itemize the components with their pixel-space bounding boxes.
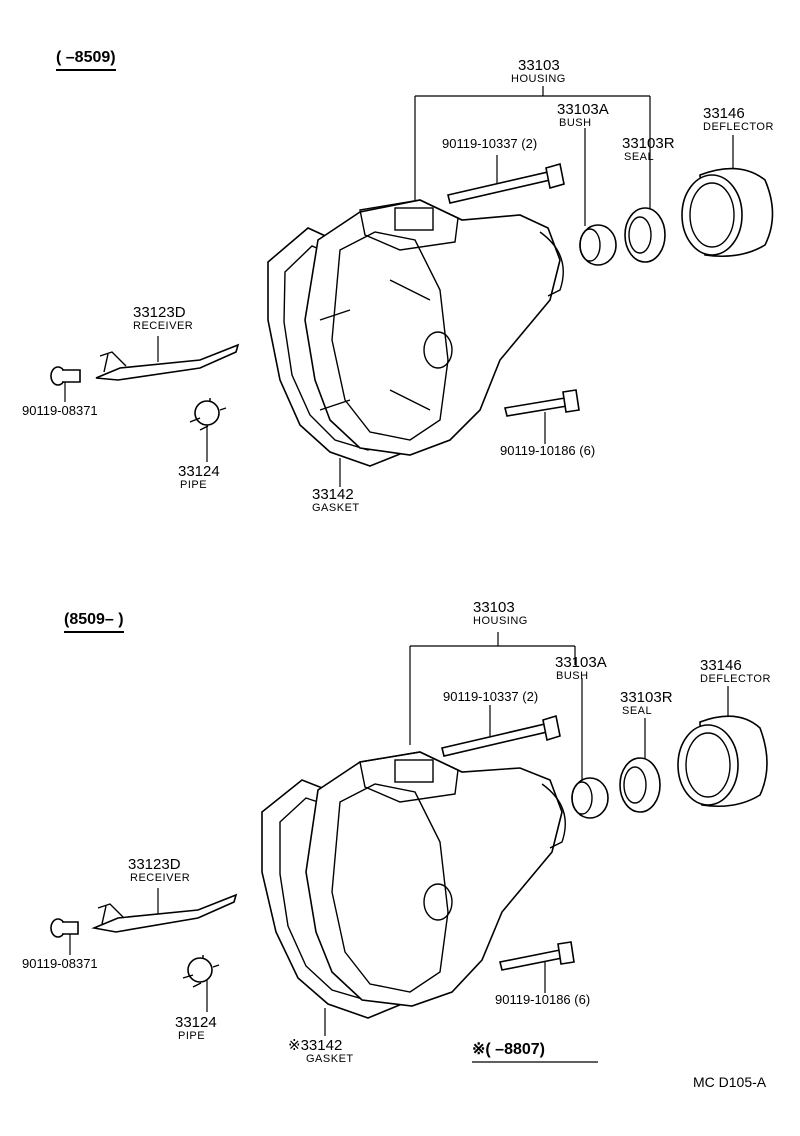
bottom-deflector-name: DEFLECTOR xyxy=(700,673,771,685)
housing-top xyxy=(304,199,561,456)
deflector-top xyxy=(681,167,774,258)
receiver-bottom xyxy=(91,893,238,933)
pipe-top xyxy=(189,398,227,431)
receiver-top xyxy=(95,343,240,381)
top-gasket-name: GASKET xyxy=(312,502,360,514)
top-housing-number: 33103 xyxy=(518,57,560,74)
bottom-date-range: (8509– ) xyxy=(64,612,124,633)
top-small-bolt-label: 90119-08371 xyxy=(22,403,98,418)
bolt-10337-bottom xyxy=(441,714,561,757)
bottom-pipe-number: 33124 xyxy=(175,1014,217,1031)
small-bolt-bottom xyxy=(50,918,79,938)
housing-bottom xyxy=(305,751,563,1007)
top-seal-number: 33103R xyxy=(622,135,675,152)
top-bolt-10186-label: 90119-10186 (6) xyxy=(500,443,596,458)
top-pipe-name: PIPE xyxy=(180,479,208,491)
top-assembly xyxy=(50,86,774,487)
pipe-bottom xyxy=(182,955,220,988)
top-receiver-number: 33123D xyxy=(133,304,186,321)
bush-bottom xyxy=(571,777,609,819)
bottom-bush-number: 33103A xyxy=(555,654,607,671)
top-date-range: ( –8509) xyxy=(56,50,116,71)
bottom-bush-name: BUSH xyxy=(556,670,589,682)
top-receiver-name: RECEIVER xyxy=(133,320,194,332)
top-housing-name: HOUSING xyxy=(511,73,566,85)
bottom-leaders xyxy=(69,632,729,1063)
top-bush-name: BUSH xyxy=(559,117,592,129)
deflector-bottom xyxy=(677,715,768,808)
bottom-gasket-number: ※33142 xyxy=(288,1037,343,1054)
bottom-bolt-10337-label: 90119-10337 (2) xyxy=(443,689,539,704)
top-gasket-number: 33142 xyxy=(312,486,354,503)
top-bush-number: 33103A xyxy=(557,101,609,118)
small-bolt-top xyxy=(50,366,81,386)
bottom-seal-name: SEAL xyxy=(622,705,653,717)
bottom-deflector-number: 33146 xyxy=(700,657,742,674)
top-deflector-number: 33146 xyxy=(703,105,745,122)
bottom-assembly xyxy=(50,632,768,1063)
top-deflector-name: DEFLECTOR xyxy=(703,121,774,133)
bush-top xyxy=(579,224,617,266)
top-leaders xyxy=(64,86,734,487)
seal-bottom xyxy=(619,757,661,813)
bolt-10186-top xyxy=(504,389,580,417)
bolt-10337-top xyxy=(447,162,565,204)
bottom-gasket-name: GASKET xyxy=(306,1053,354,1065)
top-pipe-number: 33124 xyxy=(178,463,220,480)
bottom-receiver-name: RECEIVER xyxy=(130,872,191,884)
top-seal-name: SEAL xyxy=(624,151,655,163)
bolt-10186-bottom xyxy=(499,941,575,971)
bottom-housing-name: HOUSING xyxy=(473,615,528,627)
bottom-bolt-10186-label: 90119-10186 (6) xyxy=(495,992,591,1007)
bottom-pipe-name: PIPE xyxy=(178,1030,206,1042)
bottom-housing-number: 33103 xyxy=(473,599,515,616)
bottom-receiver-number: 33123D xyxy=(128,856,181,873)
top-bolt-10337-label: 90119-10337 (2) xyxy=(442,136,538,151)
bottom-small-bolt-label: 90119-08371 xyxy=(22,956,98,971)
seal-top xyxy=(624,207,666,263)
bottom-seal-number: 33103R xyxy=(620,689,673,706)
bottom-footnote: ※( –8807) xyxy=(472,1041,545,1058)
diagram-code: MC D105-A xyxy=(693,1074,767,1090)
